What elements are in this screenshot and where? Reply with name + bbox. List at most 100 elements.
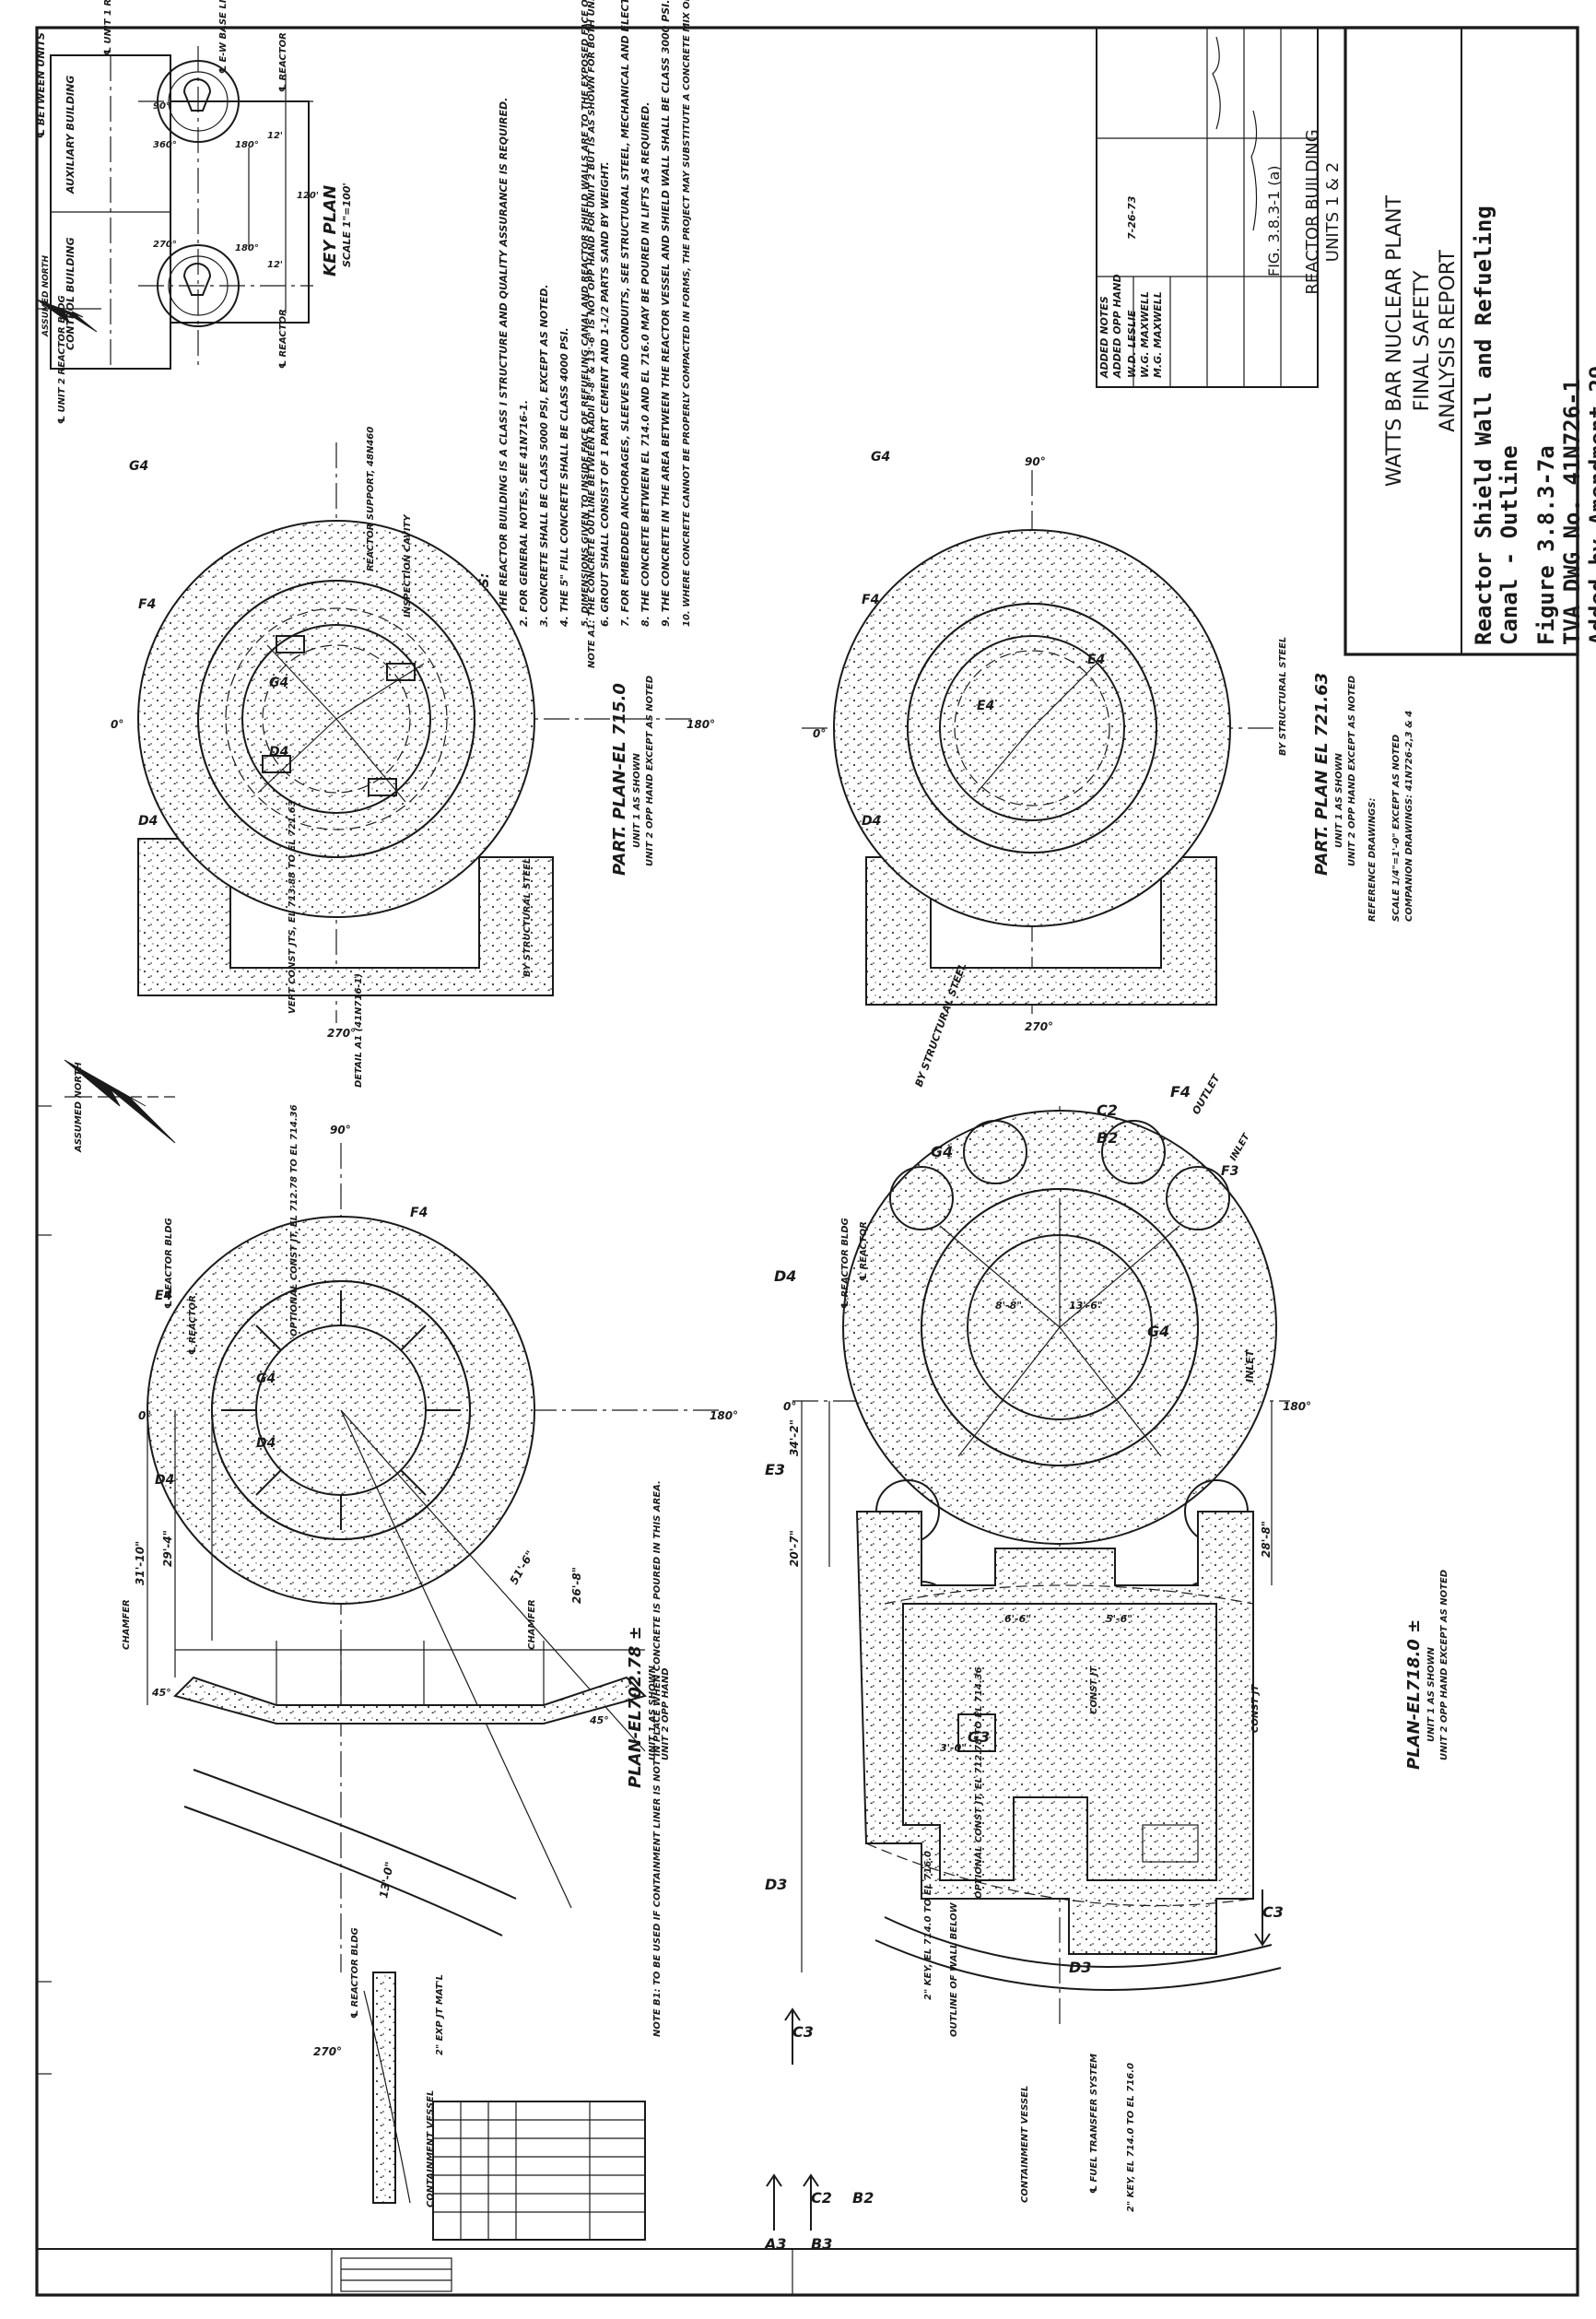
revision-block: ADDED NOTES ADDED OPP HAND W.D. LESLIE W… [1096,27,1319,388]
svg-text:9. THE CONCRETE IN THE AREA BE: 9. THE CONCRETE IN THE AREA BETWEEN THE … [660,0,672,627]
svg-text:OPTIONAL CONST JT, EL 712.78 T: OPTIONAL CONST JT, EL 712.78 TO EL 714.3… [974,1666,984,1899]
nozzle-circle-2 [1101,1120,1166,1184]
svg-text:UNIT 1 AS SHOWN: UNIT 1 AS SHOWN [1334,753,1344,848]
svg-text:270°: 270° [1025,1020,1053,1033]
plan-el718: 34'-2" 20'-7" 28'-8" 3'-0" 5'-6" 6'-6" 8… [763,961,1449,2253]
svg-text:CHAMFER: CHAMFER [122,1599,132,1650]
svg-text:6. GROUT SHALL CONSIST OF 1 PA: 6. GROUT SHALL CONSIST OF 1 PART CEMENT … [599,161,611,627]
svg-text:10. WHERE CONCRETE CANNOT BE P: 10. WHERE CONCRETE CANNOT BE PROPERLY CO… [682,0,692,627]
svg-text:G4: G4 [1147,1323,1169,1340]
svg-text:0°: 0° [783,1400,796,1413]
svg-text:2" KEY, EL 714.0 TO EL 716.0: 2" KEY, EL 714.0 TO EL 716.0 [1126,2063,1136,2212]
svg-text:B2: B2 [1097,1129,1118,1147]
svg-text:E3: E3 [765,1461,785,1478]
dwg-number: TVA DWG No. 41N726-1 [1559,379,1585,645]
svg-text:F4: F4 [138,597,156,612]
svg-text:ADDED NOTES: ADDED NOTES [1098,296,1110,379]
svg-text:45°: 45° [151,1687,171,1699]
svg-text:180°: 180° [235,243,259,253]
svg-text:7-26-73: 7-26-73 [1126,195,1138,240]
svg-text:D3: D3 [1069,1959,1091,1976]
svg-text:G4: G4 [256,1371,276,1386]
svg-text:℄ E-W BASE LINE: ℄ E-W BASE LINE [218,0,229,74]
sheet-border [35,26,1579,2297]
svg-text:REACTOR SUPPORT, 48N460: REACTOR SUPPORT, 48N460 [366,427,376,571]
svg-text:1. THE REACTOR BUILDING IS A C: 1. THE REACTOR BUILDING IS A CLASS I STR… [498,98,510,627]
svg-text:UNIT 2 OPP HAND EXCEPT AS NOTE: UNIT 2 OPP HAND EXCEPT AS NOTED [1347,676,1357,866]
svg-text:G3: G3 [968,1728,990,1746]
svg-text:D4: D4 [155,1473,174,1488]
svg-text:D4: D4 [269,745,288,759]
plan702-title: PLAN-EL702.78 ± [626,1626,645,1788]
svg-text:270°: 270° [327,1027,356,1040]
svg-text:℄ REACTOR BLDG: ℄ REACTOR BLDG [164,1218,174,1309]
report-line-1: FINAL SAFETY [1411,270,1434,411]
svg-text:REACTOR BUILDING: REACTOR BUILDING [1303,129,1322,294]
svg-text:13'-0": 13'-0" [377,1861,396,1900]
svg-text:INSPECTION CAVITY: INSPECTION CAVITY [403,513,413,618]
svg-text:BY STRUCTURAL STEEL: BY STRUCTURAL STEEL [522,858,533,977]
svg-text:CONTAINMENT VESSEL: CONTAINMENT VESSEL [426,2090,436,2207]
svg-text:CONST JT: CONST JT [1089,1666,1099,1714]
svg-text:UNIT 2 OPP HAND EXCEPT AS NOTE: UNIT 2 OPP HAND EXCEPT AS NOTED [1439,1570,1449,1760]
svg-text:26'-8": 26'-8" [570,1567,583,1604]
key-plan: CONTROL BUILDING AUXILIARY BUILDING ℄ BE… [35,0,353,424]
svg-text:F4: F4 [1170,1083,1191,1101]
report-line-2: ANALYSIS REPORT [1437,250,1460,432]
svg-text:29'-4": 29'-4" [161,1530,174,1567]
subject-line-2: Canal - Outline [1496,445,1522,645]
svg-text:8'-8": 8'-8" [995,1300,1022,1312]
svg-text:28'-8": 28'-8" [1260,1521,1273,1558]
svg-text:90°: 90° [1025,455,1046,468]
svg-text:5. DIMENSIONS GIVEN TO INSIDE: 5. DIMENSIONS GIVEN TO INSIDE FACE OF RE… [581,0,591,627]
reactor-support-1 [276,635,305,653]
nozzle-circle-3 [889,1166,954,1230]
plan-el702: 0° 90° 180° 270° 31'-10" 29'-4" 26'-8" 5… [122,973,738,2207]
svg-text:BY STRUCTURAL STEEL: BY STRUCTURAL STEEL [1278,637,1288,756]
svg-text:℄ REACTOR: ℄ REACTOR [278,309,288,369]
svg-text:C2: C2 [1097,1101,1118,1119]
svg-text:0°: 0° [111,718,123,731]
svg-text:DETAIL A1 (41N716-1): DETAIL A1 (41N716-1) [354,973,364,1088]
nozzle-circle-4 [1166,1166,1230,1230]
svg-text:℄ REACTOR BLDG: ℄ REACTOR BLDG [840,1218,851,1309]
svg-text:C3: C3 [792,2023,814,2041]
svg-text:D4: D4 [138,814,158,829]
svg-text:0°: 0° [138,1409,151,1422]
svg-text:E4: E4 [1087,653,1105,667]
svg-text:C3: C3 [1262,1903,1284,1921]
svg-text:F4: F4 [410,1206,428,1220]
svg-text:W.G. MAXWELL: W.G. MAXWELL [1139,291,1151,378]
svg-text:D4: D4 [862,814,881,829]
g3-box [957,1713,996,1752]
svg-text:A3: A3 [763,2235,787,2253]
svg-text:12': 12' [267,260,283,270]
svg-text:ADDED OPP HAND: ADDED OPP HAND [1111,274,1123,379]
svg-text:34'-2": 34'-2" [788,1419,801,1456]
svg-text:6'-6": 6'-6" [1004,1613,1031,1625]
svg-text:45°: 45° [589,1714,609,1726]
refueling-canal-interior [902,1603,1217,1881]
svg-text:D4: D4 [774,1267,796,1285]
svg-text:℄ UNIT 1 REACTOR BLDG: ℄ UNIT 1 REACTOR BLDG [103,0,113,55]
svg-text:31'-10": 31'-10" [134,1541,147,1585]
svg-text:OPTIONAL CONST JT, EL 712.78 T: OPTIONAL CONST JT, EL 712.78 TO EL 714.3… [289,1104,299,1336]
svg-text:CONTAINMENT VESSEL: CONTAINMENT VESSEL [1020,2086,1030,2203]
svg-text:D4: D4 [256,1436,276,1451]
svg-text:COMPANION DRAWINGS: 41N726-2,3: COMPANION DRAWINGS: 41N726-2,3 & 4 [1404,711,1414,922]
bottom-revision-table [432,2101,646,2241]
notes-block: NOTES: 1. THE REACTOR BUILDING IS A CLAS… [477,0,692,628]
svg-text:NOTE B1: TO BE USED IF CONTAIN: NOTE B1: TO BE USED IF CONTAINMENT LINER… [652,1480,663,2037]
svg-text:7. FOR EMBEDDED ANCHORAGES, SL: 7. FOR EMBEDDED ANCHORAGES, SLEEVES AND … [619,0,631,627]
svg-text:20'-7": 20'-7" [788,1530,801,1567]
svg-text:2" KEY, EL 714.0 TO EL 716.0: 2" KEY, EL 714.0 TO EL 716.0 [923,1851,933,2000]
svg-text:℄ UNIT 2 REACTOR BLDG: ℄ UNIT 2 REACTOR BLDG [57,295,67,424]
svg-text:NOTE A1: THE CONCRETE OUTLINE: NOTE A1: THE CONCRETE OUTLINE BETWEEN RA… [587,0,597,668]
reactor-support-2 [386,663,416,681]
svg-text:2. FOR GENERAL NOTES, SEE 41N7: 2. FOR GENERAL NOTES, SEE 41N716-1. [518,400,530,627]
amendment-text: Added by Amendment 29 [1585,366,1596,645]
nozzle-circle-1 [963,1120,1027,1184]
svg-text:270°: 270° [313,2045,342,2058]
plan-el715: 0° 180° 270° PART. PLAN-EL 715.0 UNIT 1 … [111,0,715,1040]
svg-text:90°: 90° [330,1124,351,1136]
